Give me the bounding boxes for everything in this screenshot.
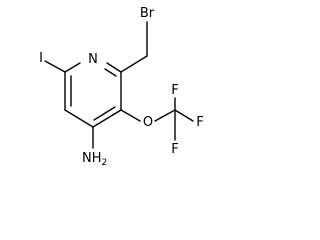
bond-n-c2-double	[104, 68, 117, 77]
bond-o-cf3	[154, 109, 176, 122]
bond-c3-c4-double	[93, 106, 116, 121]
bonds	[44, 21, 194, 149]
atom-fluorine-right: F	[196, 115, 203, 130]
amine-subscript: 2	[102, 158, 108, 168]
bond-c4-c5	[64, 109, 94, 128]
bond-cf3-f2	[174, 109, 194, 122]
atom-amine: NH2	[82, 151, 107, 168]
atom-ether-o: O	[143, 115, 153, 130]
atom-bromine: Br	[140, 6, 155, 21]
atom-ring-n: N	[88, 52, 98, 67]
bond-c6-i	[44, 60, 66, 73]
atom-iodine: I	[39, 51, 43, 66]
bond-c3-o	[120, 109, 141, 122]
atom-labels: N Br I NH2 O F F F	[39, 6, 204, 168]
bond-c6-n	[64, 62, 81, 73]
bond-c2-ch2	[120, 55, 148, 73]
molecule-svg: N Br I NH2 O F F F	[39, 6, 204, 168]
atom-fluorine-top: F	[171, 83, 178, 98]
amine-label: NH	[82, 151, 102, 166]
bond-n-c2	[106, 62, 122, 73]
atom-fluorine-bottom: F	[171, 142, 178, 157]
bond-c3-c4	[92, 109, 122, 128]
structure-diagram: N Br I NH2 O F F F	[39, 6, 204, 168]
